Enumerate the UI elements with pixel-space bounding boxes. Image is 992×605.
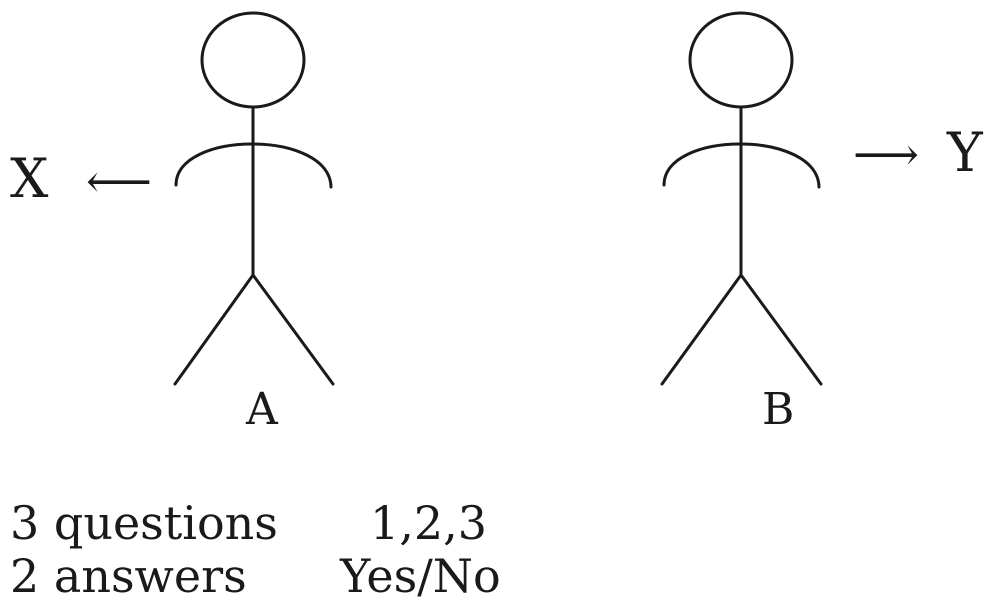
target-y-label: Y [947, 121, 983, 184]
figure-a-arms [174, 142, 333, 189]
figure-b-right-leg [739, 273, 823, 386]
right-arrow: ⟶ [853, 127, 919, 181]
target-x-label: X [10, 147, 49, 210]
figure-a-head [200, 11, 306, 109]
person-a-label: A [246, 384, 278, 435]
figure-a-left-leg [173, 273, 255, 386]
figure-b-arms [662, 142, 821, 189]
figure-b-head [688, 11, 794, 109]
info-row-2-label: 2 answers [10, 549, 247, 603]
figure-b-left-leg [660, 273, 743, 386]
stick-figure-a [173, 11, 335, 386]
stick-figure-b [660, 11, 823, 386]
info-row-1-value: 1,2,3 [370, 496, 488, 550]
info-row-1-label: 3 questions [10, 496, 278, 550]
figure-a-right-leg [251, 273, 335, 386]
info-row-2-value: Yes/No [340, 549, 501, 603]
left-arrow: ⟵ [86, 154, 152, 208]
person-b-label: B [762, 384, 795, 435]
